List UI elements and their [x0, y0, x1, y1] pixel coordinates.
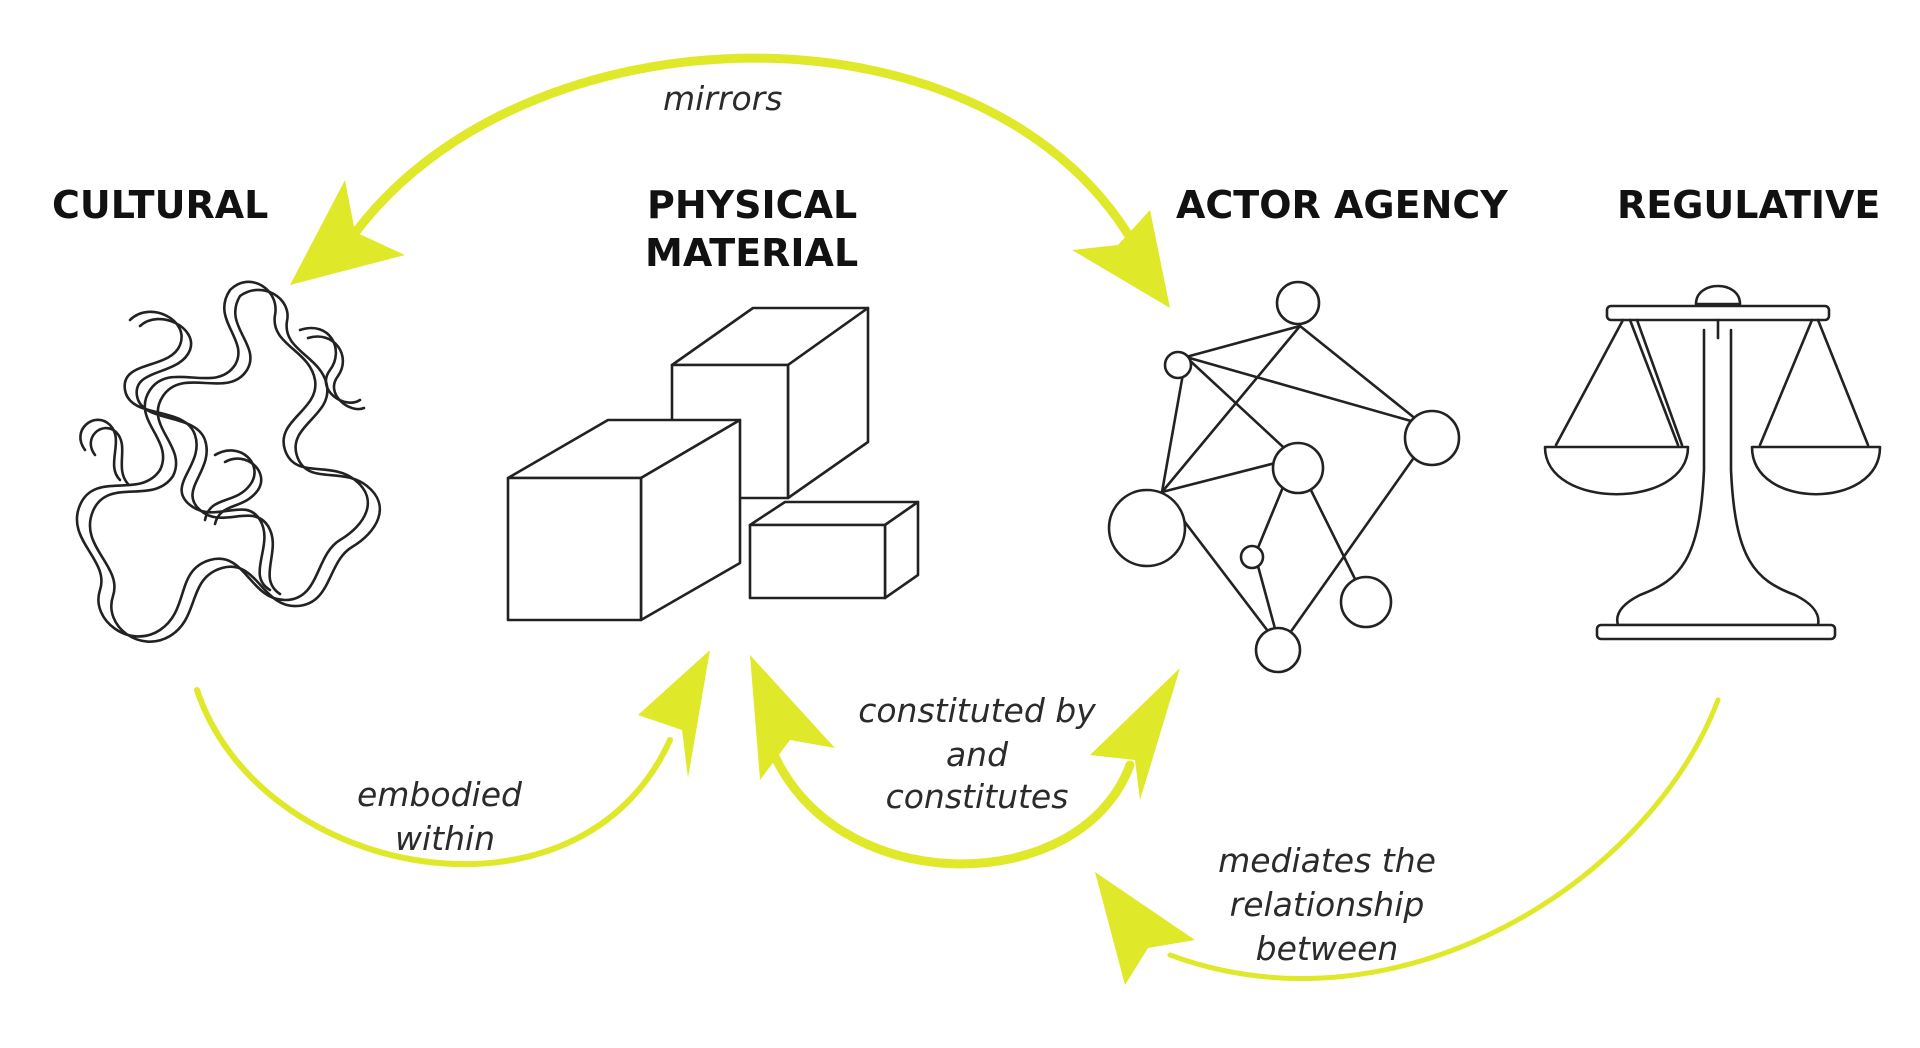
- mirrors-arc: [345, 53, 1145, 260]
- label-mediates-line1: mediates the: [1218, 841, 1436, 880]
- network-graph-icon: [1107, 280, 1461, 674]
- balance-scale-icon: [1543, 284, 1882, 641]
- label-embodied-line2: within: [395, 819, 495, 858]
- constituted-arrowhead-right: [1090, 668, 1180, 800]
- label-mediates-line3: between: [1256, 929, 1399, 968]
- label-constituted-line3: constitutes: [886, 777, 1069, 816]
- relation-labels: mirrors embodied within constituted by a…: [357, 79, 1436, 968]
- heading-cultural: CULTURAL: [52, 183, 268, 227]
- heading-actor-agency: ACTOR AGENCY: [1176, 183, 1508, 227]
- label-embodied-line1: embodied: [357, 775, 523, 814]
- label-mirrors: mirrors: [663, 79, 782, 118]
- constituted-arrowhead-left: [750, 655, 835, 780]
- heading-physical-line1: PHYSICAL: [647, 183, 857, 227]
- boxes-icon: [506, 306, 920, 622]
- embodied-arrowhead: [638, 650, 710, 778]
- label-constituted-line1: constituted by: [858, 691, 1096, 730]
- relation-arrows: [194, 53, 1721, 985]
- heading-regulative: REGULATIVE: [1617, 183, 1880, 227]
- embodied-arc: [194, 687, 673, 868]
- mediates-arrowhead: [1095, 872, 1195, 985]
- label-constituted-line2: and: [946, 735, 1009, 774]
- mediates-arc: [1167, 697, 1721, 981]
- heading-physical-line2: MATERIAL: [645, 231, 858, 275]
- constituted-arc: [765, 740, 1135, 869]
- concept-headings: CULTURAL PHYSICAL MATERIAL ACTOR AGENCY …: [52, 183, 1880, 275]
- label-mediates-line2: relationship: [1230, 885, 1425, 924]
- mirrors-arrowhead-right: [1072, 210, 1170, 308]
- tangled-squiggle-icon: [75, 280, 382, 643]
- mirrors-arrowhead-left: [290, 180, 405, 285]
